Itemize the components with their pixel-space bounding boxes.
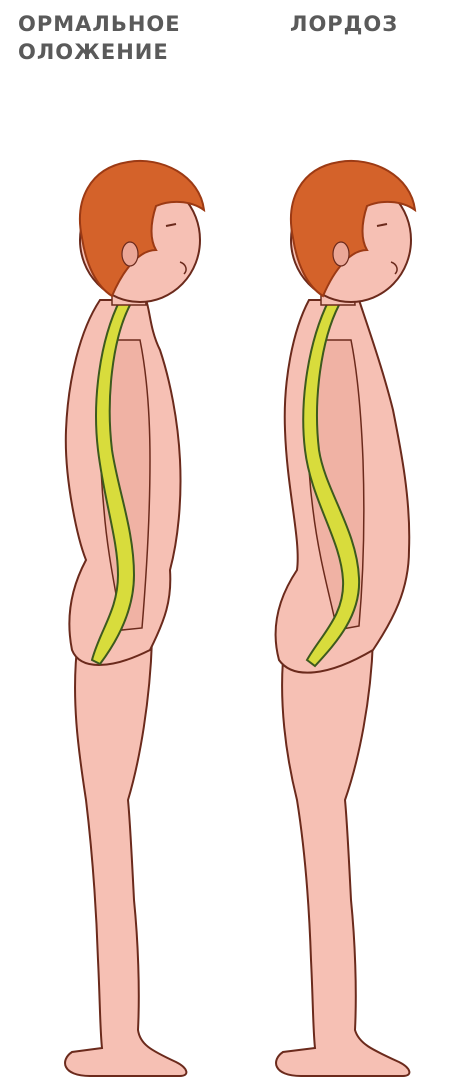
normal-legs xyxy=(65,640,186,1076)
figure-normal-posture xyxy=(0,0,230,1084)
figure-lordosis-posture xyxy=(213,0,456,1084)
lordosis-legs xyxy=(276,640,409,1076)
